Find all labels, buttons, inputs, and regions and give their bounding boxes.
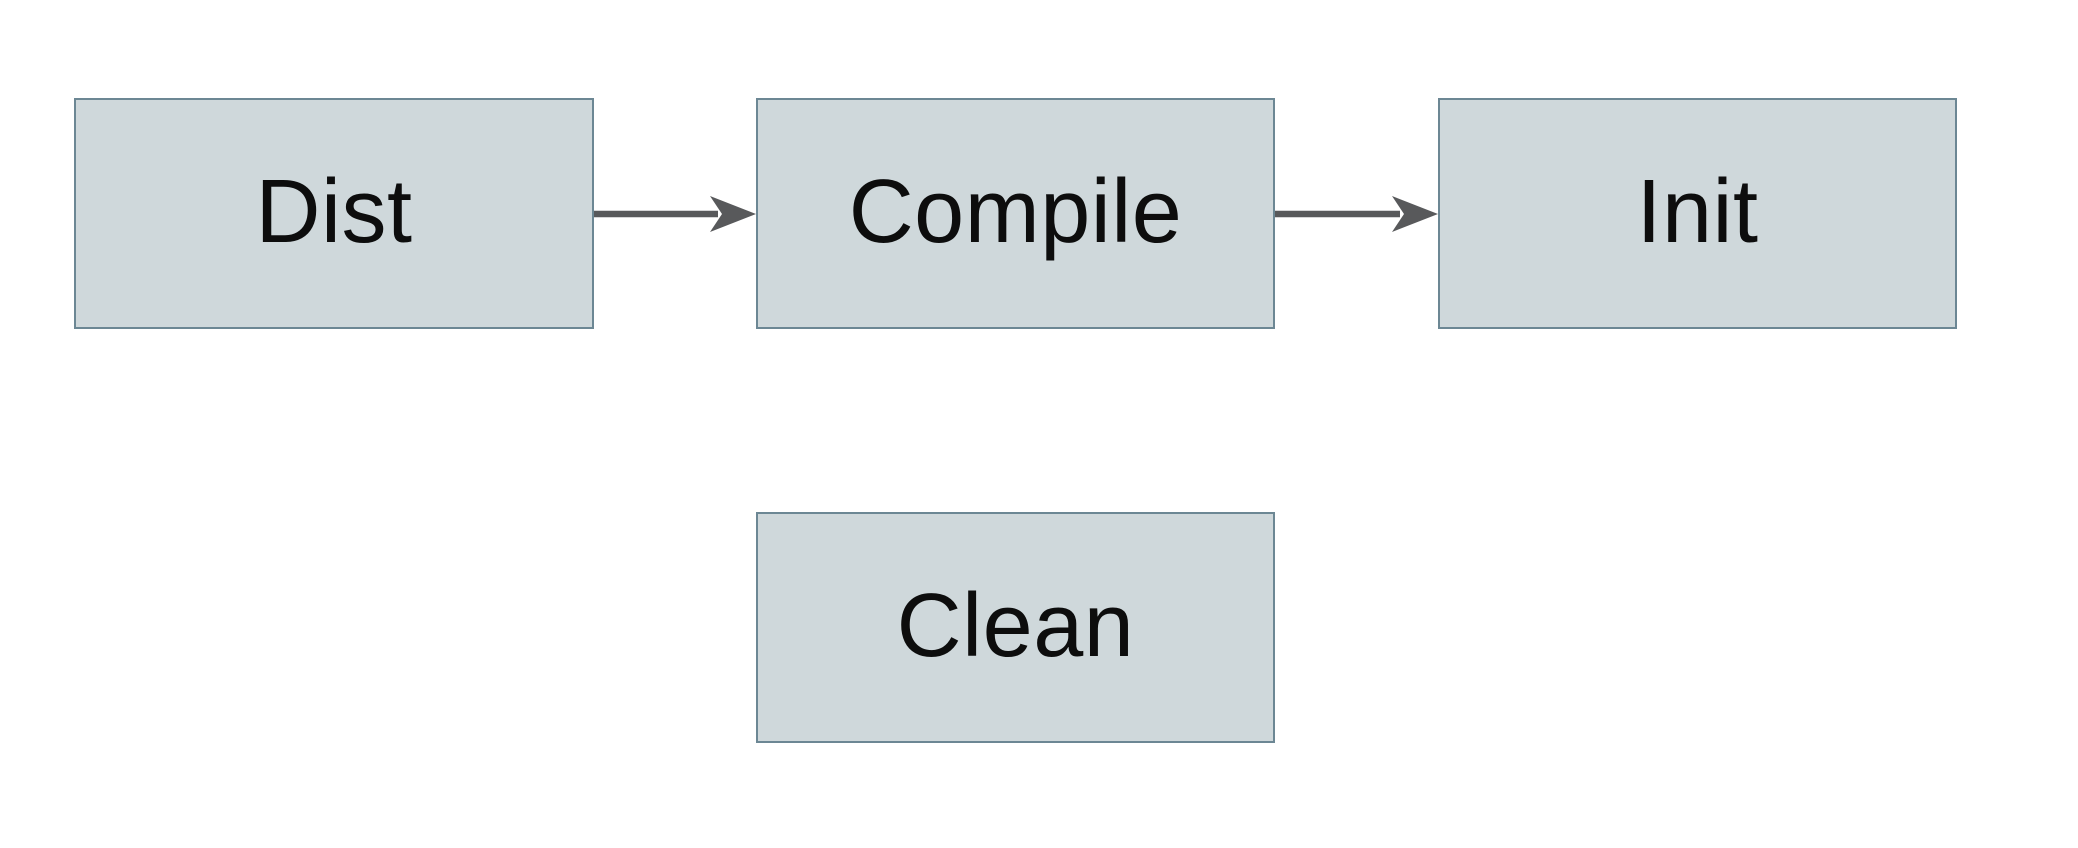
- node-init-label: Init: [1636, 161, 1759, 262]
- node-dist-label: Dist: [255, 161, 413, 262]
- node-dist: Dist: [74, 98, 594, 329]
- connector-compile-to-init: [1275, 192, 1438, 236]
- node-compile-label: Compile: [848, 161, 1183, 262]
- node-clean-label: Clean: [896, 575, 1135, 676]
- node-clean: Clean: [756, 512, 1275, 743]
- node-init: Init: [1438, 98, 1957, 329]
- connector-dist-to-compile: [594, 192, 756, 236]
- arrow-right-icon: [594, 196, 756, 232]
- arrow-right-icon: [1275, 196, 1438, 232]
- node-compile: Compile: [756, 98, 1275, 329]
